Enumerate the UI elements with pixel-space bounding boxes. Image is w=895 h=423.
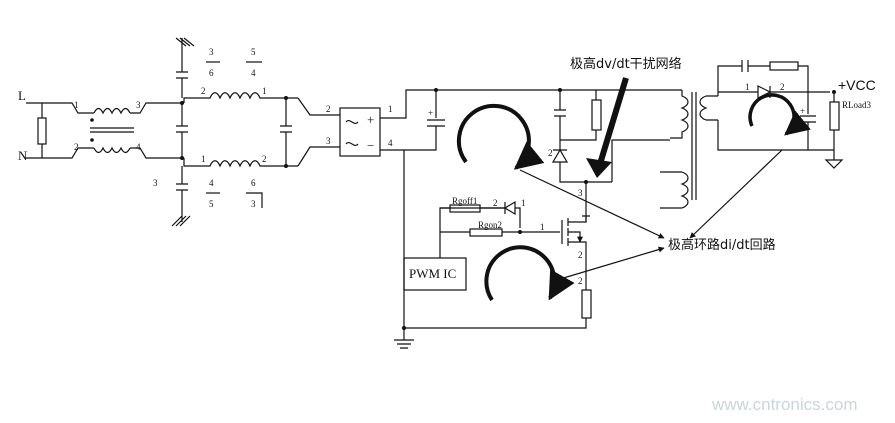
neutral-label: N: [18, 148, 28, 163]
didt-annotation: 极高环路di/dt回路: [668, 237, 776, 253]
svg-text:2: 2: [262, 154, 267, 164]
rload-label: RLoad3: [842, 100, 871, 110]
dvdt-annotation: 极高dv/dt干扰网络: [570, 56, 682, 72]
vcc-label: +VCC: [838, 77, 876, 93]
svg-text:4: 4: [136, 142, 141, 152]
bridge-rectifier: + − 2 3 1 4: [326, 89, 560, 328]
svg-text:2: 2: [578, 276, 583, 286]
svg-text:1: 1: [388, 104, 393, 114]
svg-text:1: 1: [262, 86, 267, 96]
dvdt-arrow: [586, 77, 629, 178]
rgoff-label: Rgoff1: [452, 196, 477, 206]
line-label: L: [18, 88, 26, 103]
y-capacitors: [171, 37, 195, 227]
svg-text:−: −: [367, 138, 374, 153]
svg-text:4: 4: [388, 138, 393, 148]
sense-resistor: 2: [394, 258, 592, 349]
current-loops: [456, 93, 811, 302]
bulk-capacitor: +: [404, 88, 445, 151]
svg-text:1: 1: [745, 82, 750, 92]
svg-text:3: 3: [209, 47, 214, 57]
common-mode-choke: 3 4: [90, 100, 184, 159]
svg-text:3: 3: [326, 136, 331, 146]
svg-text:2: 2: [548, 148, 553, 158]
flyback-transformer: [611, 90, 718, 209]
secondary-rectifier: 1 2 + +VCC RLoad3: [717, 60, 876, 169]
svg-text:1: 1: [521, 198, 526, 208]
svg-text:2: 2: [780, 82, 785, 92]
svg-text:2: 2: [201, 86, 206, 96]
mains-input: L N 1 2: [18, 88, 94, 163]
gate-drive: Rgoff1 2 1 Rgon2 1: [440, 196, 560, 237]
pwm-ic-label: PWM IC: [409, 266, 456, 281]
svg-text:3: 3: [153, 178, 158, 188]
svg-text:3: 3: [136, 100, 141, 110]
svg-text:6: 6: [251, 178, 256, 188]
svg-text:6: 6: [209, 68, 214, 78]
svg-text:1: 1: [201, 154, 206, 164]
svg-text:3: 3: [578, 188, 583, 198]
input-varistor: [37, 117, 47, 145]
watermark: www.cntronics.com: [711, 395, 857, 414]
svg-text:5: 5: [251, 47, 256, 57]
svg-text:5: 5: [209, 199, 214, 209]
rgon-label: Rgon2: [478, 220, 502, 230]
primary-snubber: 2: [548, 88, 682, 183]
differential-inductors: 2 1 1 2: [183, 86, 340, 168]
svg-text:2: 2: [74, 142, 79, 152]
svg-text:4: 4: [251, 68, 256, 78]
svg-text:1: 1: [74, 100, 79, 110]
svg-text:2: 2: [326, 104, 331, 114]
svg-text:4: 4: [209, 178, 214, 188]
svg-text:+: +: [800, 106, 805, 116]
pointer-lines: [519, 149, 783, 283]
svg-text:2: 2: [578, 250, 583, 260]
svg-text:+: +: [367, 112, 374, 127]
svg-text:3: 3: [251, 199, 256, 209]
svg-text:2: 2: [493, 198, 498, 208]
svg-text:1: 1: [540, 222, 545, 232]
pin-number-groups: 3 5 6 4 3 4 6 5 3: [153, 47, 263, 209]
mosfet: 3 2: [561, 180, 590, 260]
svg-text:+: +: [428, 108, 433, 118]
